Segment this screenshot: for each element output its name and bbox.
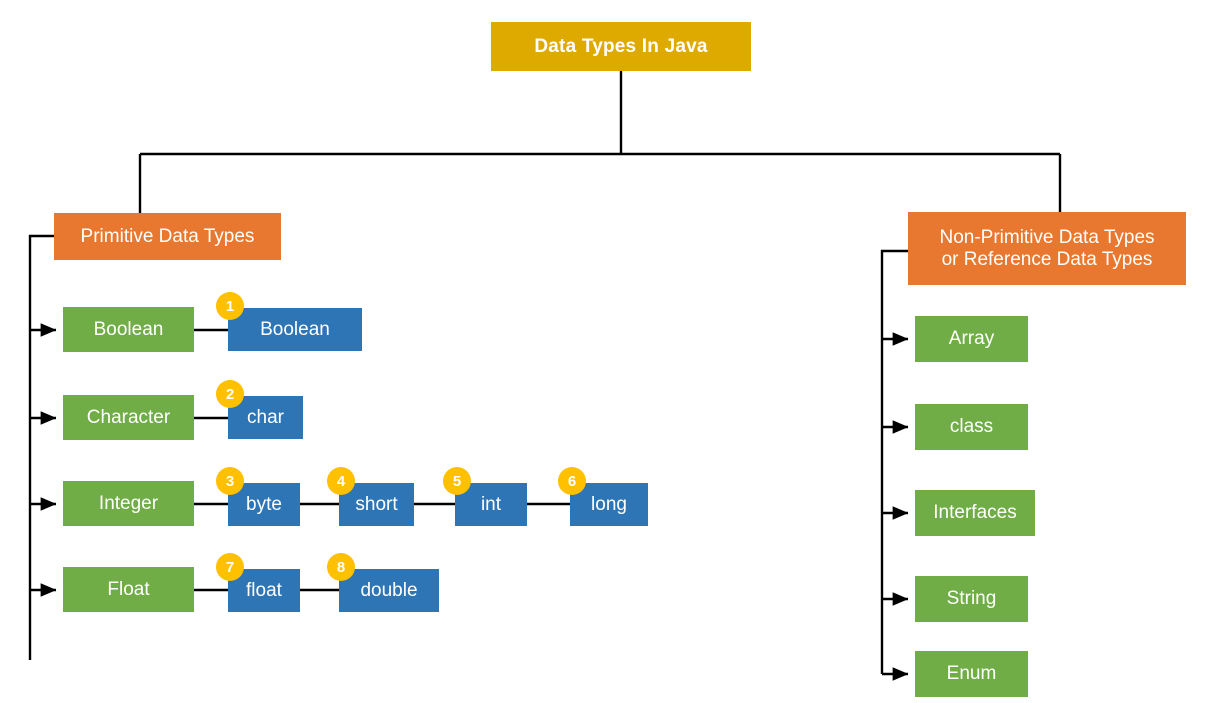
badge-7: 7 xyxy=(216,553,244,581)
diagram-title-node: Data Types In Java xyxy=(491,22,751,71)
badge-3: 3 xyxy=(216,467,244,495)
item-node-interfaces: Interfaces xyxy=(915,490,1035,536)
badge-1: 1 xyxy=(216,292,244,320)
connector-nonprimitive-spine xyxy=(880,249,908,674)
group-node-integer: Integer xyxy=(63,481,194,526)
badge-4: 4 xyxy=(327,467,355,495)
group-node-boolean: Boolean xyxy=(63,307,194,352)
badge-5: 5 xyxy=(443,467,471,495)
group-node-character: Character xyxy=(63,395,194,440)
item-node-array: Array xyxy=(915,316,1028,362)
leaf-node-long: long xyxy=(570,483,648,526)
badge-8: 8 xyxy=(327,553,355,581)
item-node-string: String xyxy=(915,576,1028,622)
badge-2: 2 xyxy=(216,380,244,408)
leaf-node-double: double xyxy=(339,569,439,612)
leaf-node-boolean: Boolean xyxy=(228,308,362,351)
item-node-class: class xyxy=(915,404,1028,450)
item-node-enum: Enum xyxy=(915,651,1028,697)
group-node-float: Float xyxy=(63,567,194,612)
branch-node-primitive: Primitive Data Types xyxy=(54,213,281,260)
leaf-node-byte: byte xyxy=(228,483,300,526)
badge-6: 6 xyxy=(558,467,586,495)
branch-node-non-primitive: Non-Primitive Data Types or Reference Da… xyxy=(908,212,1186,285)
connector-primitive-spine xyxy=(28,234,54,660)
